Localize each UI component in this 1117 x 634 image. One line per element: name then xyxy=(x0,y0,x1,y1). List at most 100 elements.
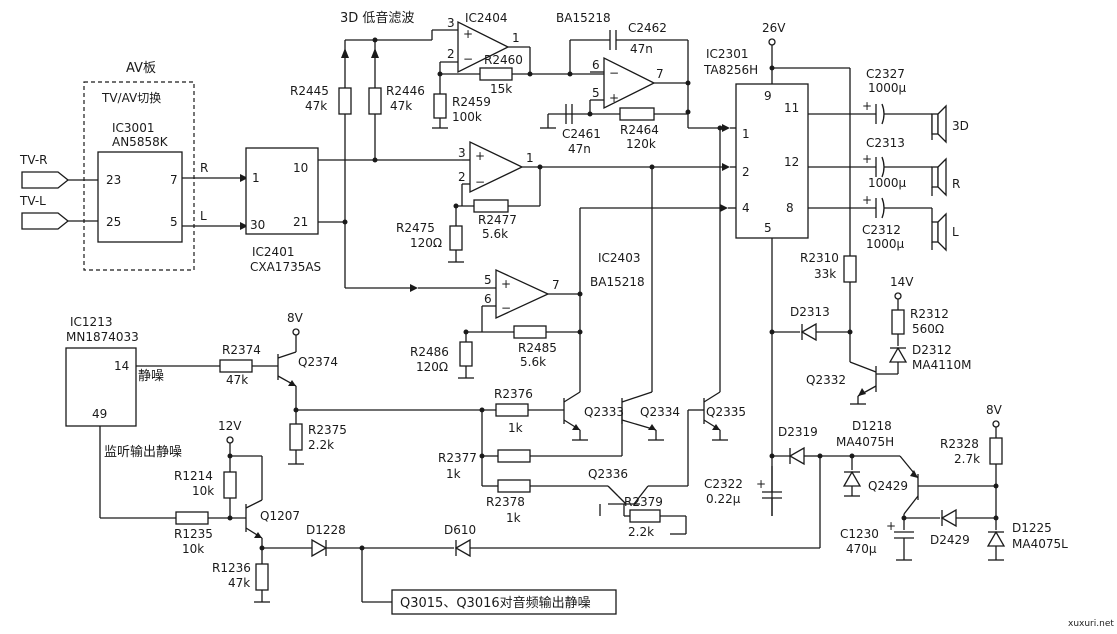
supply-14v: 14V xyxy=(890,275,914,289)
r2328-name: R2328 xyxy=(940,437,979,451)
svg-text:+: + xyxy=(609,91,619,105)
signal-r-label: R xyxy=(200,161,208,175)
ba15218-top-opamp xyxy=(603,56,656,110)
d2312-part: MA4110M xyxy=(912,358,971,372)
r2486 xyxy=(459,341,473,367)
q2429-name: Q2429 xyxy=(868,479,908,493)
ic1213-part: MN1874033 xyxy=(66,330,139,344)
q1207-name: Q1207 xyxy=(260,509,300,523)
q1207-transistor xyxy=(245,499,263,539)
speaker-r-icon: R xyxy=(931,157,960,197)
svg-text:+: + xyxy=(862,99,872,113)
signal-l-label: L xyxy=(200,209,207,223)
r2459-name: R2459 xyxy=(452,95,491,109)
r2374-name: R2374 xyxy=(222,343,261,357)
d610-name: D610 xyxy=(444,523,476,537)
r2459-value: 100k xyxy=(452,110,482,124)
ic3001-part: AN5858K xyxy=(112,135,169,149)
r1235-name: R1235 xyxy=(174,527,213,541)
ic2301-body xyxy=(735,83,809,239)
ic2401-name: IC2401 xyxy=(252,245,294,259)
svg-text:−: − xyxy=(501,301,511,315)
c2462-value: 47n xyxy=(630,42,653,56)
r2312-value: 560Ω xyxy=(912,322,944,336)
r1236-name: R1236 xyxy=(212,561,251,575)
av-board-subtitle: TV/AV切换 xyxy=(101,91,161,105)
r2445-value: 47k xyxy=(305,99,327,113)
c2327-name: C2327 xyxy=(866,67,905,81)
r2310 xyxy=(843,255,857,283)
ic1213-body xyxy=(65,347,137,427)
r1235-value: 10k xyxy=(182,542,204,556)
supply-26v: 26V xyxy=(762,21,786,35)
tv-r-label: TV-R xyxy=(19,153,48,167)
d1225-part: MA4075L xyxy=(1012,537,1068,551)
ba15218-top-pin-5: 5 xyxy=(592,86,600,100)
r2378-value: 1k xyxy=(506,511,521,525)
d1218-part: MA4075H xyxy=(836,435,894,449)
r2446-name: R2446 xyxy=(386,84,425,98)
note-box-text: Q3015、Q3016对音频输出静噪 xyxy=(400,595,591,611)
r1236 xyxy=(255,563,269,591)
r1236-value: 47k xyxy=(228,576,250,590)
ic3001-name: IC3001 xyxy=(112,121,154,135)
r2475-value: 120Ω xyxy=(410,236,442,250)
r2445-name: R2445 xyxy=(290,84,329,98)
ic2401-pin-10: 10 xyxy=(293,161,308,175)
r2376-name: R2376 xyxy=(494,387,533,401)
av-board-outline xyxy=(83,81,195,271)
c2322-name: C2322 xyxy=(704,477,743,491)
ic3001-pin-23: 23 xyxy=(106,173,121,187)
d2429-name: D2429 xyxy=(930,533,970,547)
q2334-name: Q2334 xyxy=(640,405,680,419)
r1214 xyxy=(223,471,237,499)
ic2401-part: CXA1735AS xyxy=(250,260,321,274)
d1218 xyxy=(842,470,862,487)
r2485 xyxy=(513,325,547,339)
r2459 xyxy=(433,93,447,119)
c2461-value: 47n xyxy=(568,142,591,156)
ic3001-pin-5: 5 xyxy=(170,215,178,229)
r2312 xyxy=(891,309,905,335)
d2319-name: D2319 xyxy=(778,425,818,439)
ic2301-pin-11: 11 xyxy=(784,101,799,115)
r2460-value: 15k xyxy=(490,82,512,96)
d2312-name: D2312 xyxy=(912,343,952,357)
svg-text:+: + xyxy=(886,519,896,533)
ic2301-pin-9: 9 xyxy=(764,89,772,103)
r2376-value: 1k xyxy=(508,421,523,435)
ic2403-name: IC2403 xyxy=(598,251,640,265)
d1225-name: D1225 xyxy=(1012,521,1052,535)
r2328 xyxy=(989,437,1003,465)
speaker-l-label: L xyxy=(952,225,959,239)
r2477 xyxy=(473,199,509,213)
q2335-name: Q2335 xyxy=(706,405,746,419)
r2485-value: 5.6k xyxy=(520,355,546,369)
ic2401-pin-21: 21 xyxy=(293,215,308,229)
supply-8v-right: 8V xyxy=(986,403,1003,417)
r2477-name: R2477 xyxy=(478,213,517,227)
ic3001-pin-7: 7 xyxy=(170,173,178,187)
ic3001-pin-25: 25 xyxy=(106,215,121,229)
ic2401-pin-30: 30 xyxy=(250,218,265,232)
ba15218-top-pin-6: 6 xyxy=(592,58,600,72)
q2336-transistor xyxy=(608,485,649,517)
ic2301-name: IC2301 xyxy=(706,47,748,61)
speaker-3d-icon: 3D xyxy=(931,104,969,144)
r2378-name: R2378 xyxy=(486,495,525,509)
c1230-name: C1230 xyxy=(840,527,879,541)
d1218-name: D1218 xyxy=(852,419,892,433)
ic2404-pin-2: 2 xyxy=(447,47,455,61)
r2485-name: R2485 xyxy=(518,341,557,355)
r2377-name: R2377 xyxy=(438,451,477,465)
ic2403-pin-1: 1 xyxy=(526,151,534,165)
q2335-transistor xyxy=(703,391,728,441)
q2334-transistor xyxy=(621,391,664,441)
r2477-value: 5.6k xyxy=(482,227,508,241)
r2375-value: 2.2k xyxy=(308,438,334,452)
r2446 xyxy=(368,87,382,115)
d2429 xyxy=(940,508,957,528)
ic2301-pin-4: 4 xyxy=(742,201,750,215)
c2312-name: C2312 xyxy=(862,223,901,237)
